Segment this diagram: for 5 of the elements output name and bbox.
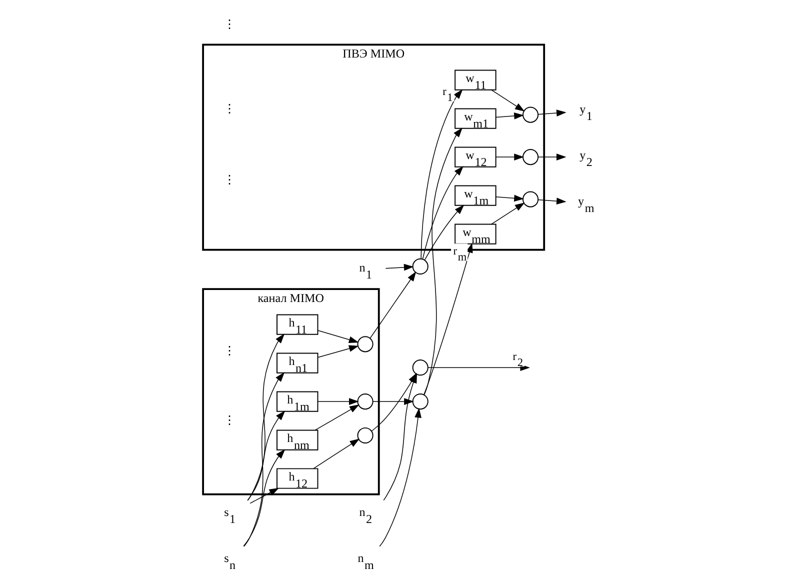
label: ⋮ xyxy=(223,172,236,186)
label: ⋮ xyxy=(223,344,236,358)
label: ⋮ xyxy=(223,16,236,31)
label: ⋮ xyxy=(223,101,236,116)
label: ⋮ xyxy=(223,413,236,428)
